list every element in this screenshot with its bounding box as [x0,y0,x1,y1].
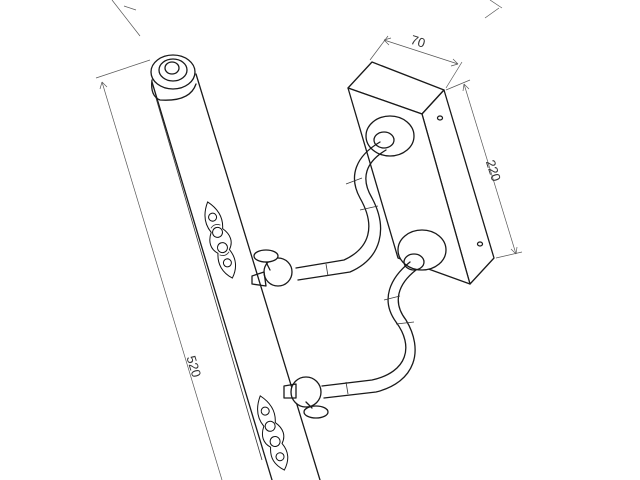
dimension-height: 220 [445,79,523,259]
lamp-bar [150,54,321,480]
dimension-length: 520 [95,59,223,480]
dimension-length-label: 520 [184,354,205,379]
lower-arm [283,261,417,419]
dimension-depth: 70 [369,32,463,89]
upper-arm [251,141,387,287]
dimension-height-label: 220 [483,158,504,183]
dimension-depth-label: 70 [409,32,427,51]
cropped-dimension-lines [111,0,503,37]
ornament-upper [204,201,237,279]
ornament-lower [257,395,289,471]
wall-mount-box [347,61,495,285]
